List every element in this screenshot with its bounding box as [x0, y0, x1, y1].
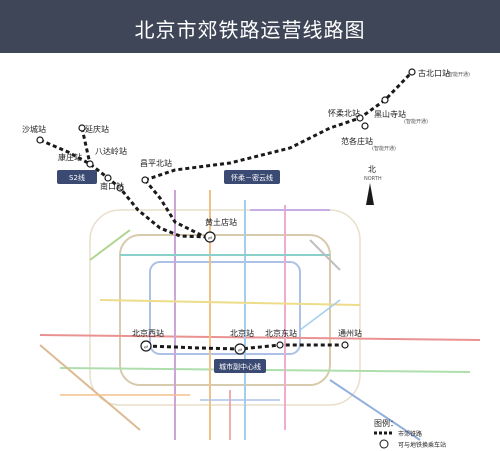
label-beijingdong: 北京东站	[265, 328, 297, 338]
map-title: 北京市郊铁路运营线路图	[134, 18, 366, 42]
svg-text:⇄: ⇄	[208, 236, 212, 242]
smart-open-gubeikou: (智能开通)	[446, 71, 470, 78]
line-s2-branch	[80, 127, 92, 165]
huairou-box	[224, 170, 280, 184]
label-beijing: 北京站	[230, 328, 254, 338]
subcenter-box	[214, 359, 266, 373]
legend-item-suburban: 市郊铁路	[398, 430, 423, 438]
label-kangzhuang: 康庄站	[58, 152, 82, 162]
subcenter-box-label: 城市副中心线	[219, 362, 261, 371]
compass-icon: 北 NORTH	[364, 165, 382, 205]
label-huangtudian: 黄土店站	[205, 217, 237, 227]
compass-label: 北	[368, 165, 376, 174]
station-markers	[36, 68, 416, 349]
svg-text:⇄: ⇄	[238, 348, 242, 354]
label-beijingxi: 北京西站	[132, 328, 164, 338]
label-shacheng: 沙城站	[22, 124, 46, 134]
label-badaling: 八达岭站	[95, 146, 127, 156]
legend-item-transfer: 可与地铁换乘车站	[398, 441, 447, 449]
s2-box-label: S2线	[69, 173, 85, 182]
line-huairou-connector	[143, 179, 206, 239]
title-bar	[0, 0, 500, 53]
station-labels: 沙城站 延庆站 康庄站 八达岭站 南口站 昌平北站 黄土店站 怀柔北站 黑山寺站…	[22, 68, 470, 338]
label-gubeikou: 古北口站	[418, 68, 450, 78]
line-name-boxes: S2线 怀柔－密云线 城市副中心线	[57, 170, 280, 373]
legend-symbols	[374, 431, 394, 449]
huairou-box-label: 怀柔－密云线	[231, 173, 273, 182]
transfer-stations: ⇄ ⇄ ⇄	[140, 231, 246, 355]
label-tongzhou: 通州站	[338, 328, 362, 338]
label-yanqing: 延庆站	[85, 124, 109, 134]
label-fanggezhuang: 范各庄站	[341, 136, 373, 146]
label-huairoubei: 怀柔北站	[328, 108, 360, 118]
compass-sub: NORTH	[364, 176, 382, 182]
subway-network	[39, 190, 481, 441]
label-changpingbei: 昌平北站	[140, 158, 172, 168]
label-nankou: 南口站	[100, 181, 124, 191]
s2-box	[57, 170, 97, 184]
line-huairou-miyun	[144, 70, 414, 182]
label-heishansi: 黑山寺站	[374, 109, 406, 119]
legend-title: 图例：	[374, 419, 398, 428]
smart-open-fanggezhuang: (智能开通)	[372, 145, 396, 152]
smart-open-heishansi: (智能开通)	[404, 118, 428, 125]
svg-text:⇄: ⇄	[144, 345, 148, 351]
